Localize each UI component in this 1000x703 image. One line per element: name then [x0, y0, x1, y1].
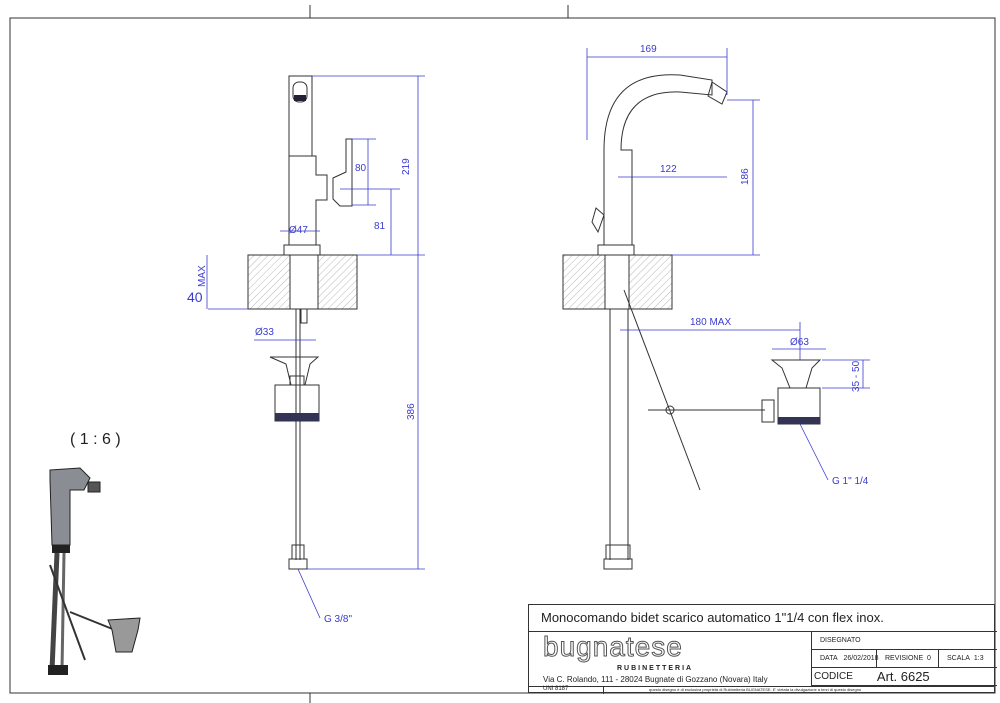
dim-shank-dia: Ø33 [255, 327, 274, 338]
dim-drain-range: 35 - 50 [851, 360, 862, 392]
dim-lever: 80 [355, 163, 367, 174]
dim-base-dia: Ø47 [289, 225, 308, 236]
company-address: Via C. Rolando, 111 - 28024 Bugnate di G… [543, 675, 768, 684]
brand-subtitle: RUBINETTERIA [617, 665, 694, 672]
dim-counter-max: MAX [197, 265, 208, 287]
standard-ref: UNI 8187 [543, 686, 569, 692]
dim-drain-dia: Ø63 [790, 337, 809, 348]
dim-flex-thread: G 3/8" [324, 614, 352, 625]
code-label: CODICE [814, 671, 853, 682]
dim-drain-thread: G 1" 1/4 [832, 476, 869, 487]
scale-label-tb: SCALA [947, 655, 970, 662]
dim-reach: 169 [640, 44, 657, 55]
date-label: DATA [820, 655, 838, 662]
revision-value: 0 [927, 655, 931, 662]
side-view: 169 122 186 180 MAX Ø63 35 - 50 G 1" 1/4 [562, 44, 870, 570]
scale-value: 1:3 [973, 655, 984, 662]
dim-spout-height-side: 186 [740, 168, 751, 185]
disegnato-label: DISEGNATO [820, 637, 861, 644]
brand-logo: bugnatese [543, 631, 683, 663]
dim-spout-height: 81 [374, 221, 386, 232]
dim-spout-reach: 122 [660, 164, 677, 175]
code-value: Art. 6625 [876, 669, 930, 684]
isometric-view [48, 467, 141, 675]
drawing-frame [9, 5, 996, 703]
title-block: Monocomando bidet scarico automatico 1"1… [528, 604, 997, 694]
dim-counter: 40 [187, 289, 203, 305]
front-view: 219 80 81 Ø47 MAX 40 Ø33 386 G 3/8" [187, 75, 425, 625]
revision-label: REVISIONE [885, 655, 924, 662]
dim-drain-max: 180 MAX [690, 317, 731, 328]
dim-flex-length: 386 [406, 403, 417, 420]
dim-total-height: 219 [401, 158, 412, 175]
date-value: 26/02/2018 [843, 655, 879, 662]
spout-head [288, 75, 313, 157]
drawing-title: Monocomando bidet scarico automatico 1"1… [541, 610, 884, 625]
scale-label: ( 1 : 6 ) [70, 431, 121, 448]
disclaimer: questo disegno è di esclusiva proprietà … [649, 687, 862, 692]
